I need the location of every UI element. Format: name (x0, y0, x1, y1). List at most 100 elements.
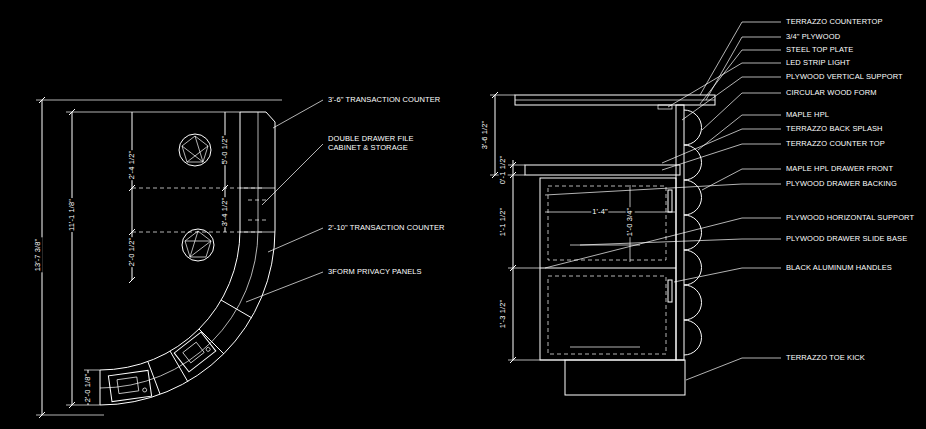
curved-counter-part (100, 112, 240, 370)
section-leaders-part (674, 268, 781, 282)
callout-label: MAPLE HPL (785, 111, 830, 120)
circular-wood-form-part (684, 110, 702, 355)
section-dimensions-part (545, 212, 675, 213)
section-leaders (545, 22, 781, 380)
curved-counter-part (100, 370, 101, 405)
dimension-text: 2'-0 1/8" (84, 373, 93, 403)
callout-label: 3FORM PRIVACY PANELS (327, 268, 423, 277)
section-dimensions-part (492, 92, 498, 98)
section-leaders-part (702, 93, 781, 130)
stool-part (185, 241, 211, 242)
plan-leaders (246, 100, 323, 302)
plan-dimensions-part (222, 185, 228, 191)
dimension-text: 5'-0 1/2" (221, 135, 230, 165)
counter-section-part (548, 276, 666, 354)
section-dimensions-part (510, 172, 516, 178)
plan-leaders-part (246, 272, 323, 302)
plan-dimensions-part (36, 100, 282, 101)
dimension-text: 1'-1 1/2" (499, 207, 508, 237)
plan-dimensions-part (84, 370, 100, 371)
section-leaders-part (686, 358, 781, 380)
privacy-panels-part (221, 300, 252, 318)
counter-section-part (676, 105, 684, 360)
curved-counter-part (240, 232, 275, 233)
section-leaders-part (668, 63, 781, 107)
terminal-part (117, 377, 139, 394)
callout-label: DOUBLE DRAWER FILE CABINET & STORAGE (327, 135, 441, 152)
callout-label: TERRAZZO TOE KICK (785, 354, 866, 363)
stool-part (190, 231, 198, 257)
section-dimensions-part (510, 162, 516, 168)
plan-dimensions-part (39, 97, 45, 103)
plan-dimensions-part (129, 277, 135, 283)
stool-part (179, 134, 211, 166)
stool-part (182, 146, 203, 162)
callout-label: PLYWOOD DRAWER SLIDE BASE (785, 235, 908, 244)
dimension-text: 11'-1 1/8" (68, 198, 77, 232)
section-dimensions-part (513, 160, 514, 360)
counter-section-part (668, 280, 672, 302)
counter-section-part (548, 186, 666, 260)
plan-dimensions (36, 97, 282, 418)
dimension-text: 1'-4" (591, 208, 608, 217)
dimension-text: 1'-0 3/4" (626, 207, 635, 237)
callout-label: PLYWOOD DRAWER BACKING (785, 180, 898, 189)
counter-section-part (540, 178, 676, 360)
plan-dimensions-part (39, 412, 45, 418)
stool-part (182, 136, 208, 162)
curved-counter-part (100, 112, 275, 405)
dimension-text: 13'-7 3/8" (34, 238, 43, 273)
plan-dimensions-part (69, 402, 75, 408)
callout-label: PLYWOOD HORIZONTAL SUPPORT (785, 214, 915, 223)
stool (182, 229, 214, 261)
counter-section-part (668, 190, 672, 212)
plan-dimensions-part (36, 415, 104, 416)
plan-leaders-part (262, 144, 323, 205)
section-dimensions-part (508, 268, 540, 269)
stool-part (182, 229, 214, 261)
section-leaders-part (700, 22, 781, 95)
plan-dimensions-part (66, 112, 240, 113)
callout-label: 3/4" PLYWOOD (785, 33, 841, 42)
callout-label: TERRAZZO BACK SPLASH (785, 125, 884, 134)
callout-label: 2'-10" TRANSACTION COUNTER (327, 224, 446, 233)
terminal-part (108, 370, 151, 401)
stool (179, 134, 211, 166)
terminal-part (174, 332, 216, 372)
section-leaders-part (706, 37, 781, 100)
dimension-text: 1'-3 1/2" (499, 299, 508, 329)
plan-dimensions-part (69, 109, 75, 115)
callout-label: PLYWOOD VERTICAL SUPPORT (785, 73, 904, 82)
curved-counter-part (248, 200, 268, 201)
section-leaders-part (580, 239, 781, 245)
callout-label: STEEL TOP PLATE (785, 46, 854, 55)
section-dimensions (490, 92, 675, 363)
section-leaders-part (545, 218, 781, 268)
dimension-text: 0'-1 1/2" (499, 155, 508, 185)
callout-label: CIRCULAR WOOD FORM (785, 89, 878, 98)
counter-section-part (565, 360, 685, 395)
section-leaders-part (545, 184, 781, 195)
section-leaders-part (662, 129, 781, 163)
terminal-part (183, 342, 204, 363)
privacy-panels (148, 300, 252, 394)
section-dimensions-part (508, 165, 525, 166)
section-leaders-part (702, 169, 781, 190)
terminal (174, 332, 216, 372)
stool-part (190, 241, 211, 257)
section-dimensions-part (495, 95, 496, 175)
terminal-part (205, 347, 211, 353)
stool-part (185, 231, 211, 257)
callout-label: TERRAZZO COUNTERTOP (785, 18, 884, 27)
curved-counter-part (100, 112, 258, 388)
plan-leaders-part (273, 100, 323, 128)
counter-section-part (525, 165, 680, 175)
counter-section (515, 95, 715, 395)
plan-leaders-part (268, 228, 323, 252)
section-dimensions-part (490, 175, 525, 176)
dimension-text: 3'-4 1/2" (221, 197, 230, 227)
counter-section-part (540, 268, 676, 269)
callout-label: BLACK ALUMINUM HANDLES (785, 264, 893, 273)
privacy-panels-part (148, 362, 160, 394)
